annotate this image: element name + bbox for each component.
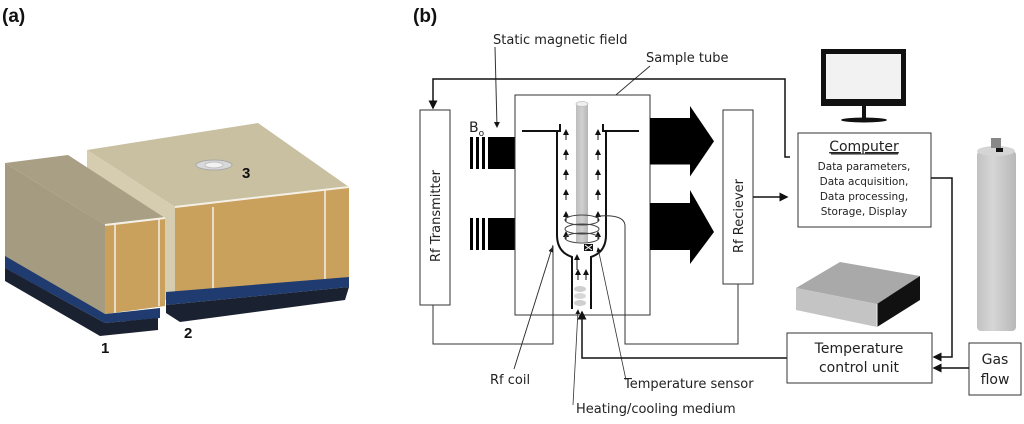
coil-lead-receiver [597,215,739,345]
computer-title: Computer [829,139,899,155]
magnet-blue-band [166,277,349,305]
rf-receiver-box [722,109,754,285]
static-field-label: Static magnetic field [493,33,627,48]
flow-arrows [563,129,601,280]
panel-b-label: (b) [413,6,437,27]
temperature-control-unit-box [786,332,933,384]
flow-dewar [522,124,639,309]
magnet-front [175,187,349,300]
marker-3: 3 [242,165,250,182]
gas-flow-box [968,342,1022,396]
console-base [5,268,158,336]
temp-unit-label-2: control unit [819,360,900,376]
gas-flow-label-1: Gas [982,352,1009,368]
temp-unit-label-1: Temperature [814,341,904,357]
field-arrow-upper [650,106,714,177]
temperature-sensor-label: Temperature sensor [623,377,754,392]
temp-unit-to-probe-line [577,310,787,359]
computer-to-transmitter-line [428,78,790,158]
field-arrow-lower [650,190,714,264]
rf-transmitter-box [419,109,451,306]
sample-tube [576,104,588,242]
rf-coil-label: Rf coil [490,373,530,388]
monitor-icon [821,49,906,123]
console-front [105,218,165,314]
console-top [5,155,165,225]
computer-line-4: Storage, Display [821,206,907,218]
marker-2: 2 [184,325,192,342]
marker-1: 1 [101,340,109,357]
gas-cylinder-icon [977,138,1016,331]
gas-flow-label-2: flow [981,372,1010,388]
rf-coil [564,214,600,244]
magnet-pole-left [470,137,516,250]
computer-to-temp-unit-line [931,177,953,362]
computer-line-3: Data processing, [820,191,908,203]
console-blue-band [5,256,160,323]
computer-line-2: Data acquisition, [820,176,909,188]
heating-medium-label: Heating/cooling medium [576,402,736,417]
rf-transmitter-label: Rf Transmitter [429,169,444,262]
b0-label: Bo [469,120,485,139]
magnet-base [166,287,349,322]
nmr-instrument-3d [5,123,350,336]
coil-lead-transmitter [432,246,554,345]
sample-tube-label: Sample tube [646,51,728,66]
panel-a-label: (a) [2,6,25,27]
computer-line-1: Data parameters, [818,161,911,173]
temperature-unit-device [796,262,920,327]
rf-receiver-label: Rf Reciever [732,178,747,253]
computer-box [797,132,932,228]
